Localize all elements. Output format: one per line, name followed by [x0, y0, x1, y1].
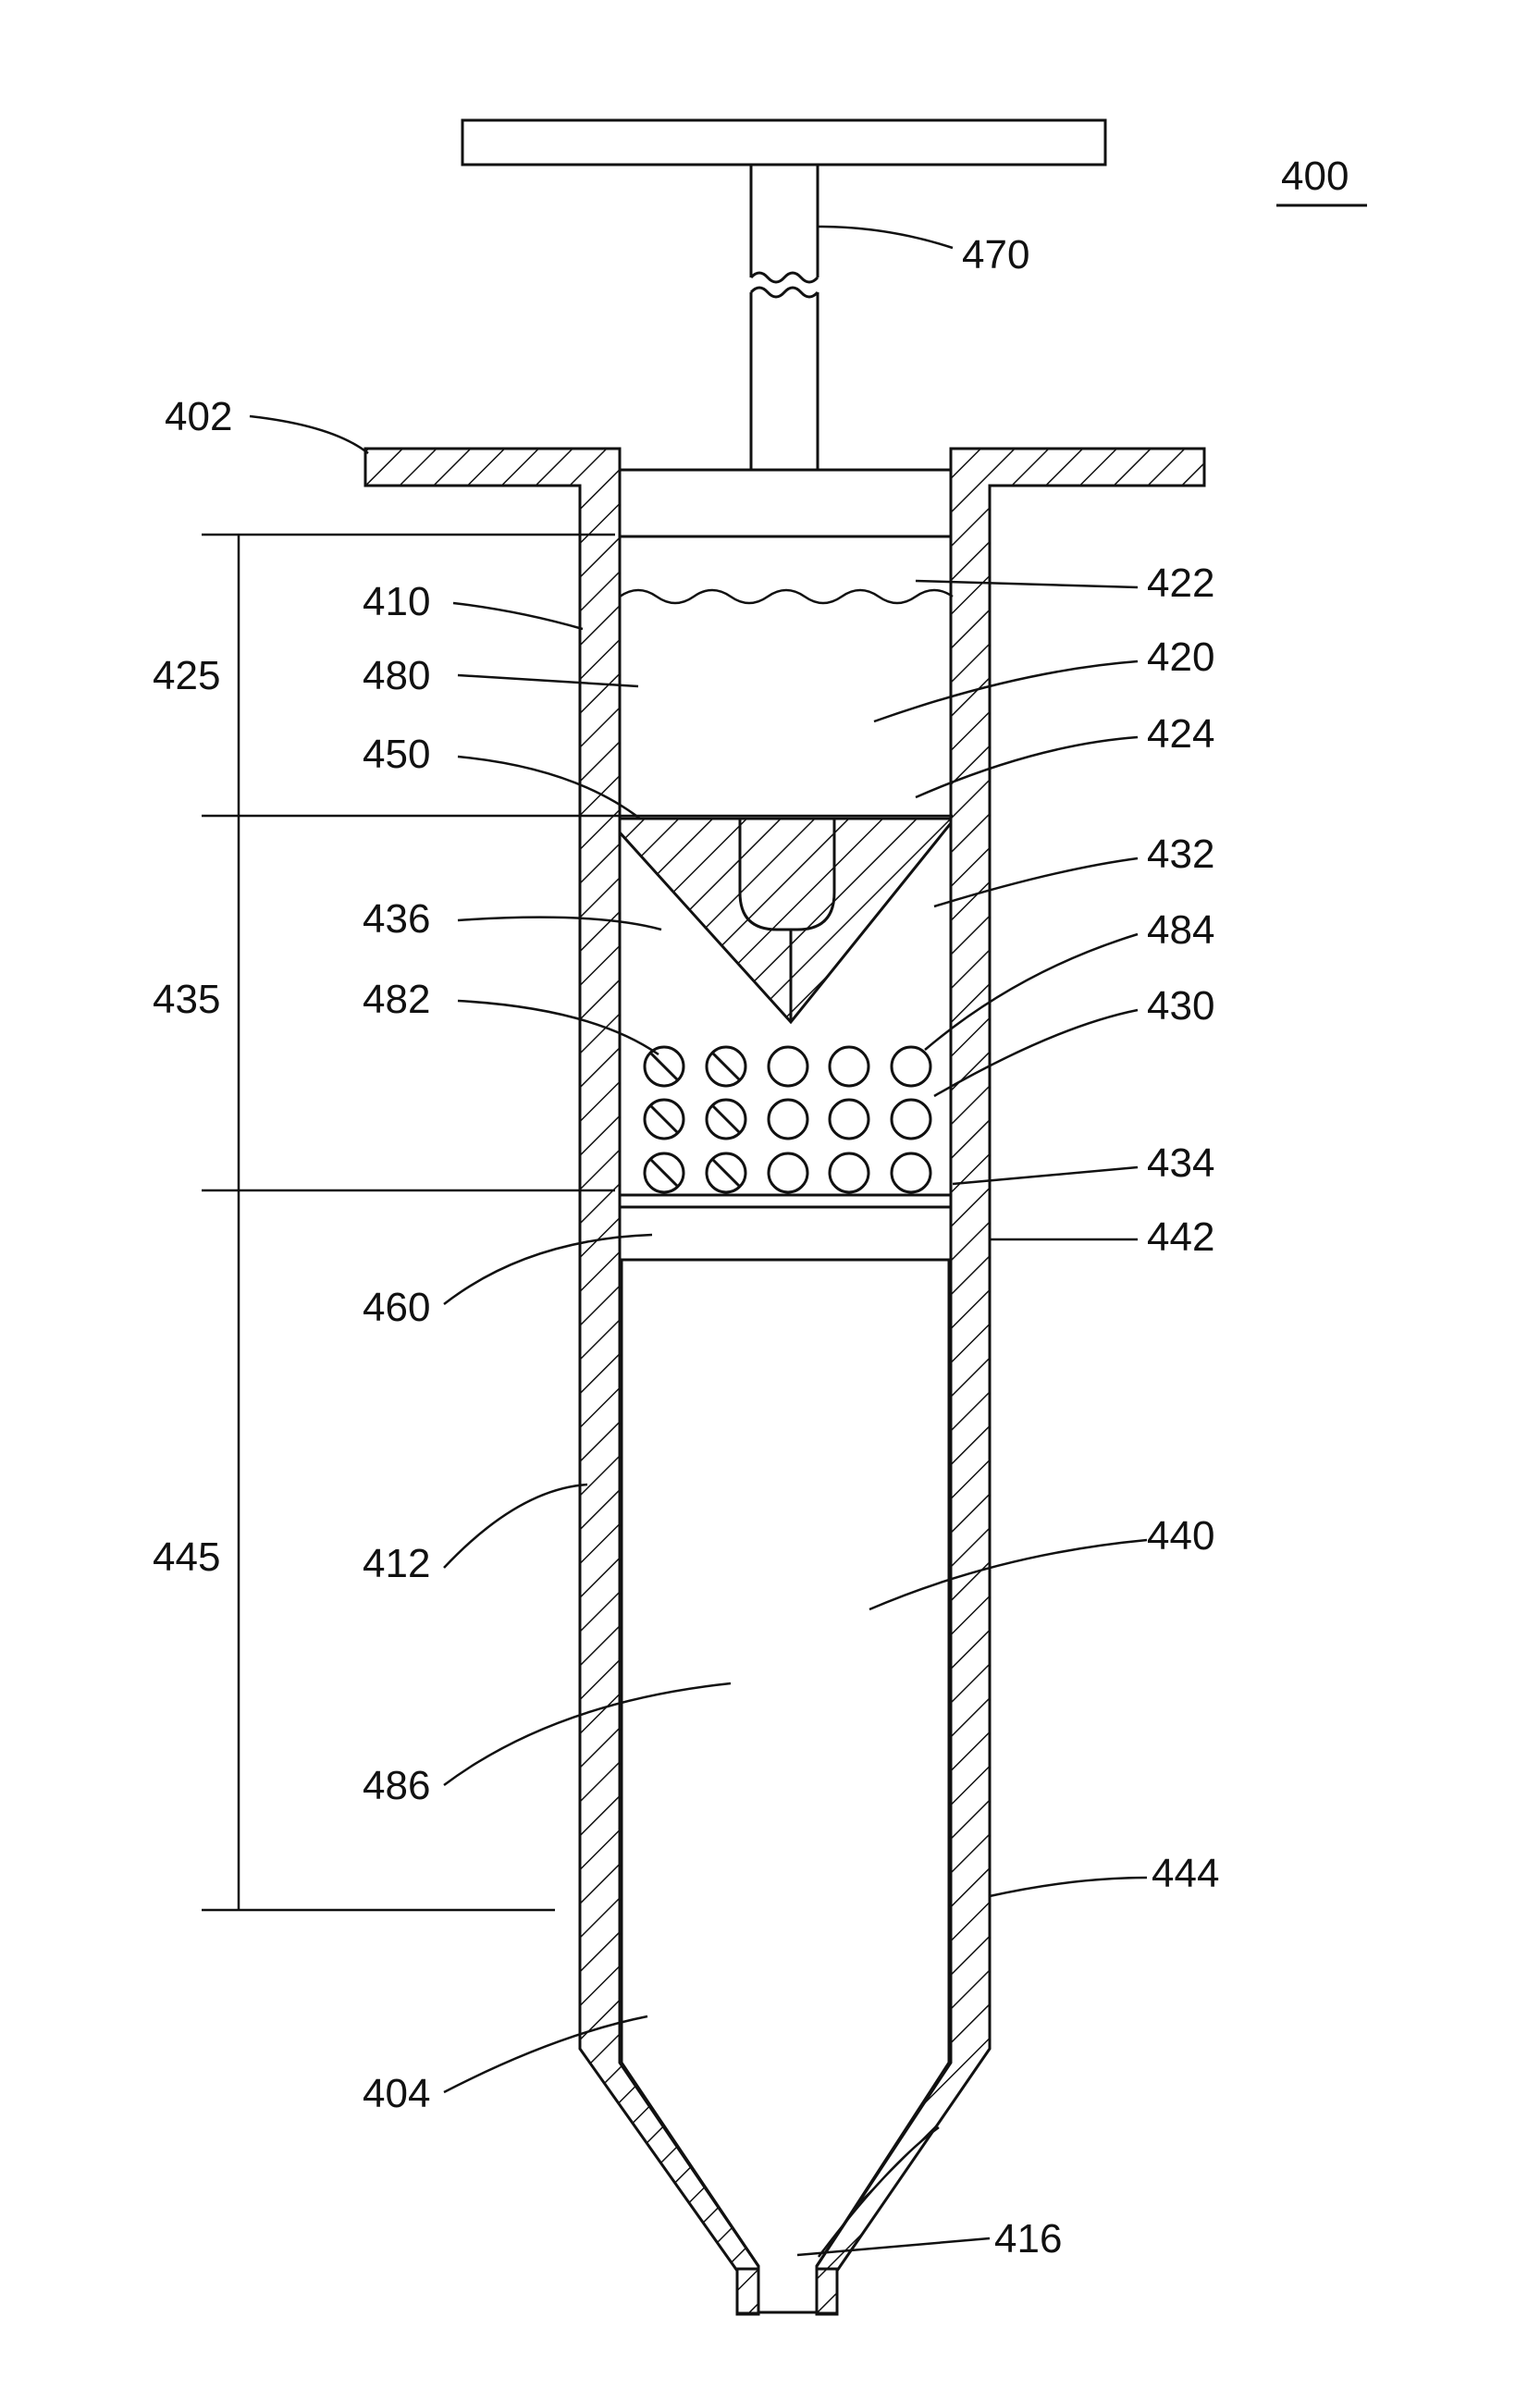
label-422: 422 [1147, 561, 1214, 606]
label-445: 445 [153, 1534, 220, 1580]
label-430: 430 [1147, 983, 1214, 1029]
bead-open [769, 1100, 807, 1139]
label-412: 412 [363, 1541, 430, 1586]
label-440: 440 [1147, 1513, 1214, 1559]
bead-open [830, 1100, 869, 1139]
label-470: 470 [962, 232, 1029, 277]
funnel-element [620, 819, 951, 1022]
label-482: 482 [363, 977, 430, 1022]
label-450: 450 [363, 732, 430, 777]
label-486: 486 [363, 1763, 430, 1808]
label-484: 484 [1147, 907, 1214, 953]
label-416: 416 [994, 2216, 1062, 2261]
label-434: 434 [1147, 1140, 1214, 1186]
bead-open [892, 1153, 930, 1192]
label-402: 402 [165, 394, 232, 439]
barrel-wall-left [365, 449, 758, 2314]
bead-open [830, 1047, 869, 1086]
figure-number: 400 [1281, 154, 1349, 199]
bead-open [830, 1153, 869, 1192]
plunger-rod [751, 165, 818, 470]
outlet-tip-wall-right [817, 2269, 837, 2313]
label-435: 435 [153, 977, 220, 1022]
label-460: 460 [363, 1285, 430, 1330]
label-424: 424 [1147, 711, 1214, 757]
bead-open [892, 1100, 930, 1139]
zone-brackets [202, 535, 953, 1910]
leader-lines [250, 227, 1147, 2257]
bead-grid [645, 1047, 930, 1192]
label-420: 420 [1147, 635, 1214, 680]
bead-open [769, 1047, 807, 1086]
plunger-handle [462, 120, 1105, 165]
label-425: 425 [153, 653, 220, 698]
label-436: 436 [363, 896, 430, 942]
piston [620, 470, 951, 536]
label-410: 410 [363, 579, 430, 624]
label-444: 444 [1152, 1851, 1219, 1896]
bead-open [892, 1047, 930, 1086]
fluid-surface [620, 590, 953, 603]
label-432: 432 [1147, 832, 1214, 877]
label-404: 404 [363, 2071, 430, 2116]
label-442: 442 [1147, 1214, 1214, 1260]
bead-open [769, 1153, 807, 1192]
outlet-tip-wall [737, 2269, 758, 2313]
label-480: 480 [363, 653, 430, 698]
